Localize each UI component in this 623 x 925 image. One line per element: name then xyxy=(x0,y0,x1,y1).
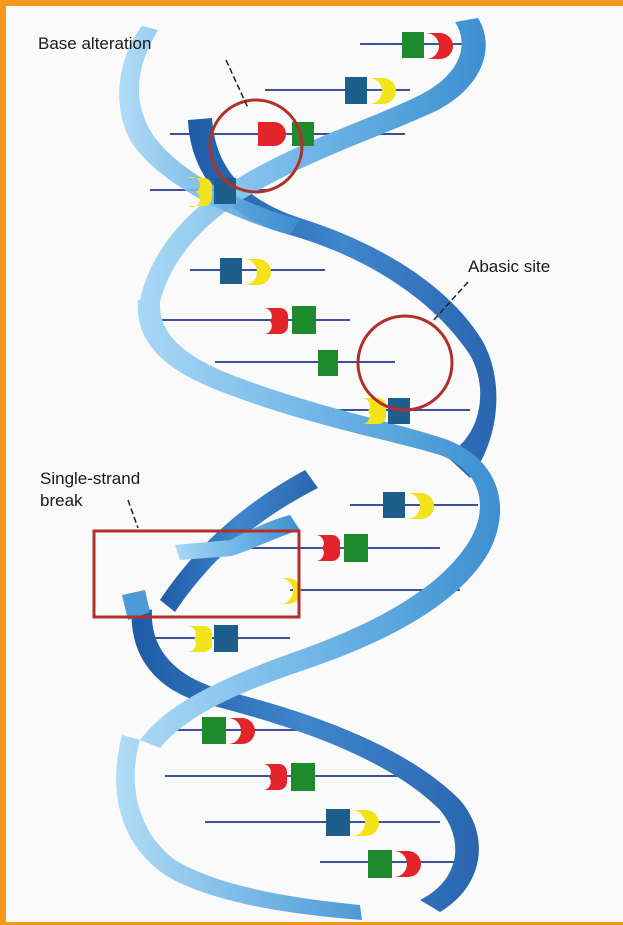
base-pair-rungs xyxy=(140,44,478,862)
base-alteration-label: Base alteration xyxy=(38,34,151,53)
single-strand-break-label-line2: break xyxy=(40,491,83,510)
single-strand-break-label-line1: Single-strand xyxy=(40,469,140,488)
abasic-site-label: Abasic site xyxy=(468,257,550,276)
